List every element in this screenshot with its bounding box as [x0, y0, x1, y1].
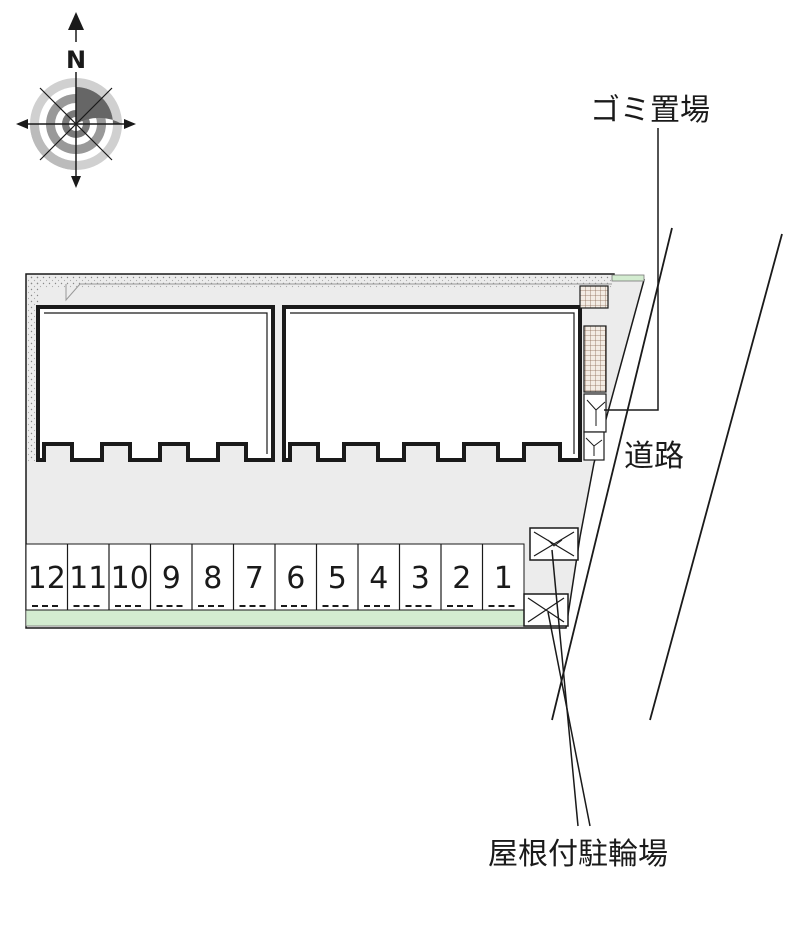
parking-space-number: 7 [245, 561, 264, 596]
parking-space-number: 4 [369, 561, 388, 596]
garbage-area-label: ゴミ置場 [590, 93, 710, 128]
garbage-area [579, 285, 609, 461]
north-label: N [66, 46, 86, 74]
road [551, 227, 783, 721]
parking-space-number: 1 [494, 561, 513, 596]
greenery-strip [611, 274, 645, 282]
parking-space-number: 8 [203, 561, 222, 596]
parking-space-number: 11 [69, 561, 107, 596]
parking-space-number: 6 [286, 561, 305, 596]
bicycle-parking-leader [551, 549, 579, 827]
parking-space-number: 2 [452, 561, 471, 596]
greenery-strip [25, 609, 525, 627]
bicycle-parking-label: 屋根付駐輪場 [488, 837, 668, 872]
building-east [282, 305, 582, 462]
bicycle-parking-leader [547, 611, 591, 827]
building-west [36, 305, 275, 462]
parking-space-number: 3 [411, 561, 430, 596]
compass-icon [16, 12, 136, 188]
parking-space-number: 10 [111, 561, 149, 596]
road-label: 道路 [624, 439, 684, 474]
parking-space-number: 9 [162, 561, 181, 596]
garbage-area-leader [604, 128, 659, 411]
parking-space-number: 12 [28, 561, 66, 596]
parking-space-number: 5 [328, 561, 347, 596]
